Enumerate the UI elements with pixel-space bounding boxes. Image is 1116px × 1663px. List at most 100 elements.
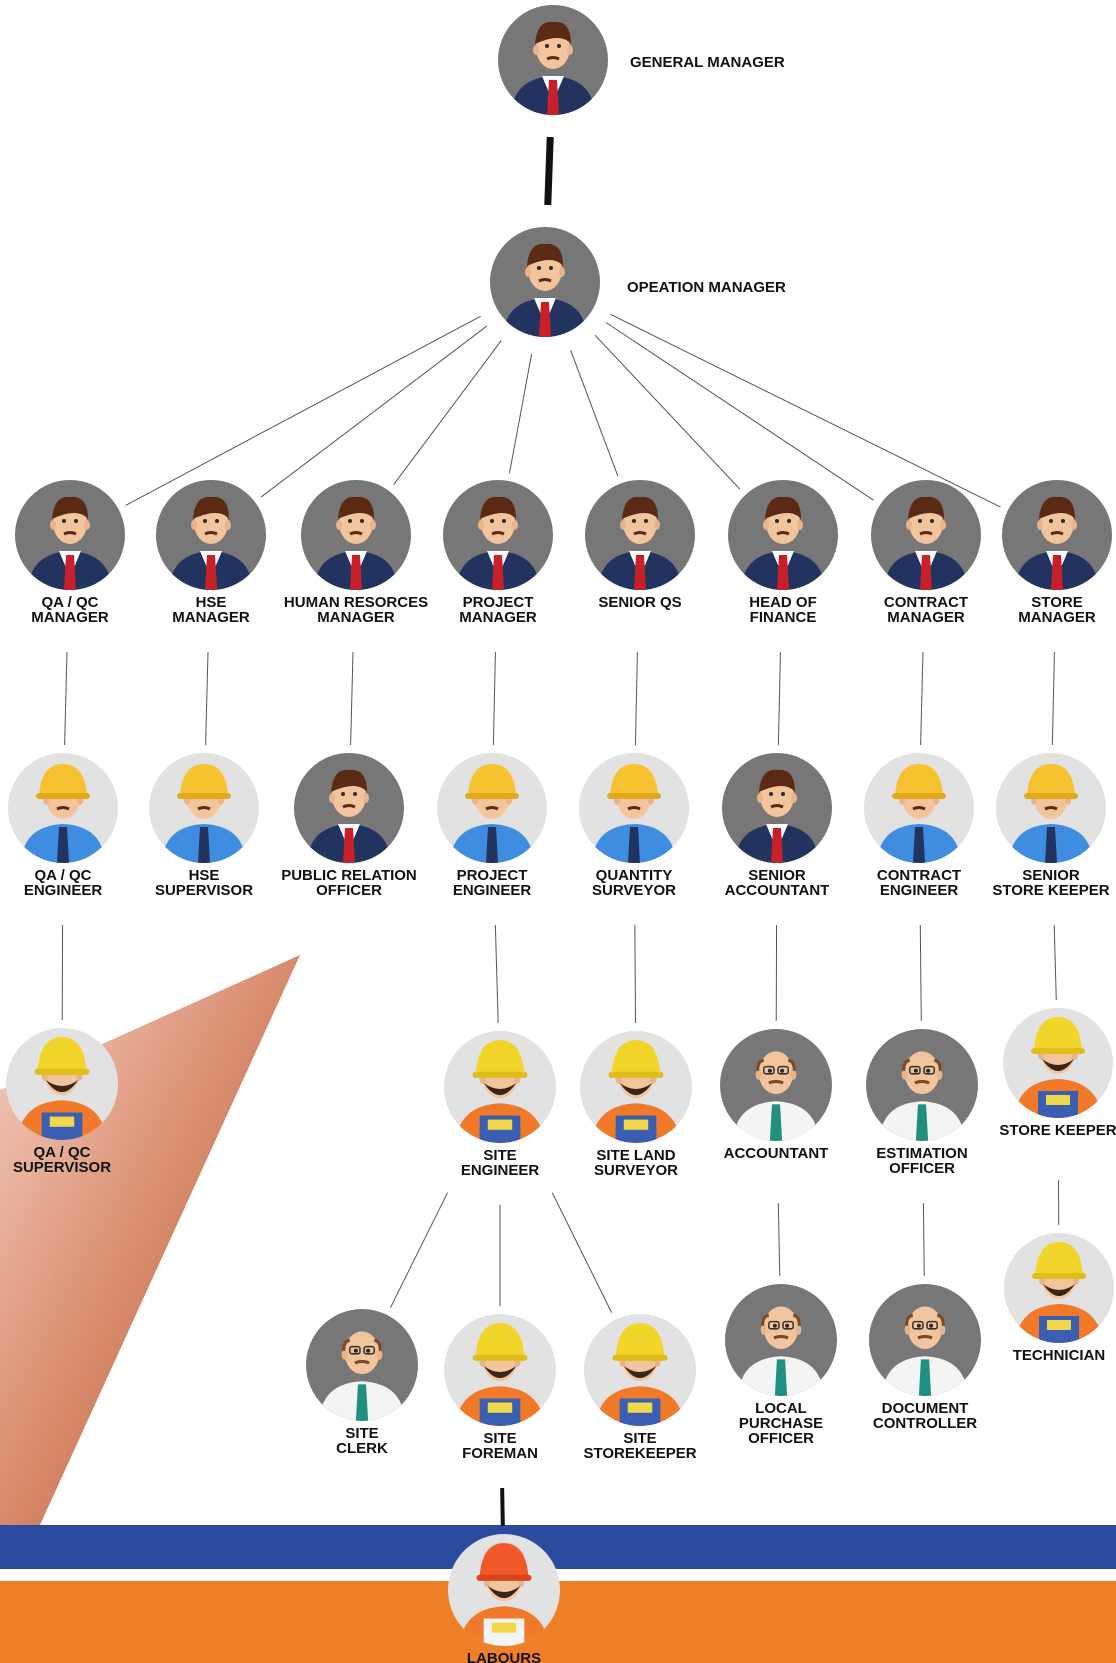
connector-line [500,1487,505,1527]
position-label-line: OFFICER [889,1160,955,1177]
engineer-avatar-icon [437,753,547,863]
clerk-avatar-icon [720,1029,832,1141]
worker-avatar-icon [584,1314,696,1426]
node-tech: TECHNICIAN [1004,1233,1114,1364]
worker-avatar-icon [1003,1008,1113,1118]
connector-line [594,334,741,490]
connector-line [777,651,781,746]
connector-line [350,651,354,746]
position-label-line: ENGINEER [880,882,959,899]
connector-line [1053,924,1057,1001]
manager-avatar-icon [722,753,832,863]
manager-avatar-icon [585,480,695,590]
position-label-line: CONTRACT [877,867,961,884]
connector-line [64,651,68,746]
position-label-line: QA / QC [42,594,99,611]
manager-avatar-icon [294,753,404,863]
position-label-line: STORE KEEPER [992,882,1109,899]
position-label-line: OFFICER [748,1430,814,1447]
connector-line [492,651,496,746]
position-label-line: HSE [196,594,227,611]
manager-avatar-icon [443,480,553,590]
position-label: TECHNICIAN [1013,1347,1106,1364]
clerk-avatar-icon [306,1309,418,1421]
position-label-line: GENERAL MANAGER [630,54,785,71]
position-label: GENERAL MANAGER [630,54,785,71]
connector-line [922,1202,925,1277]
position-label-line: PURCHASE [739,1415,823,1432]
position-label-line: HEAD OF [749,594,817,611]
worker-avatar-icon [444,1314,556,1426]
connector-line [919,924,922,1022]
position-label-line: QA / QC [35,867,92,884]
position-label-line: MANAGER [1018,609,1096,626]
position-label-line: SITE [345,1425,378,1442]
clerk-avatar-icon [869,1284,981,1396]
position-label-line: SURVEYOR [592,882,676,899]
connector-line [920,651,924,746]
position-label-line: CONTRACT [884,594,968,611]
position-label-line: MANAGER [459,609,537,626]
position-label-line: LOCAL [755,1400,807,1417]
manager-avatar-icon [871,480,981,590]
position-label-line: SENIOR [1022,867,1080,884]
connector-line [260,325,488,498]
position-label-line: FINANCE [750,609,817,626]
position-label-line: STORE KEEPER [999,1122,1116,1139]
position-label: ACCOUNTANT [724,1145,829,1162]
position-label-line: MANAGER [317,609,395,626]
position-label: LABOURS [467,1650,541,1663]
engineer-avatar-icon [864,753,974,863]
manager-avatar-icon [15,480,125,590]
position-label-line: ESTIMATION [876,1145,967,1162]
position-label-line: SITE [623,1430,656,1447]
clerk-avatar-icon [866,1029,978,1141]
engineer-avatar-icon [996,753,1106,863]
position-label-line: SENIOR QS [598,594,681,611]
clerk-avatar-icon [725,1284,837,1396]
connector-line [570,350,619,477]
connector-line [393,340,502,485]
connector-line [494,924,499,1024]
position-label-line: CONTROLLER [873,1415,977,1432]
node-gm: GENERAL MANAGER [498,5,785,115]
position-label-line: ACCOUNTANT [725,882,830,899]
position-label: SENIOR QS [598,594,681,611]
connector-line [509,353,533,474]
position-label-line: SURVEYOR [594,1162,678,1179]
position-label: OPEATION MANAGER [627,279,786,296]
connector-line [634,651,638,746]
position-label-line: STORE [1031,594,1082,611]
position-label-line: OPEATION MANAGER [627,279,786,296]
connector-line [205,651,209,746]
position-label-line: FOREMAN [462,1445,538,1462]
connector-line [605,321,874,501]
